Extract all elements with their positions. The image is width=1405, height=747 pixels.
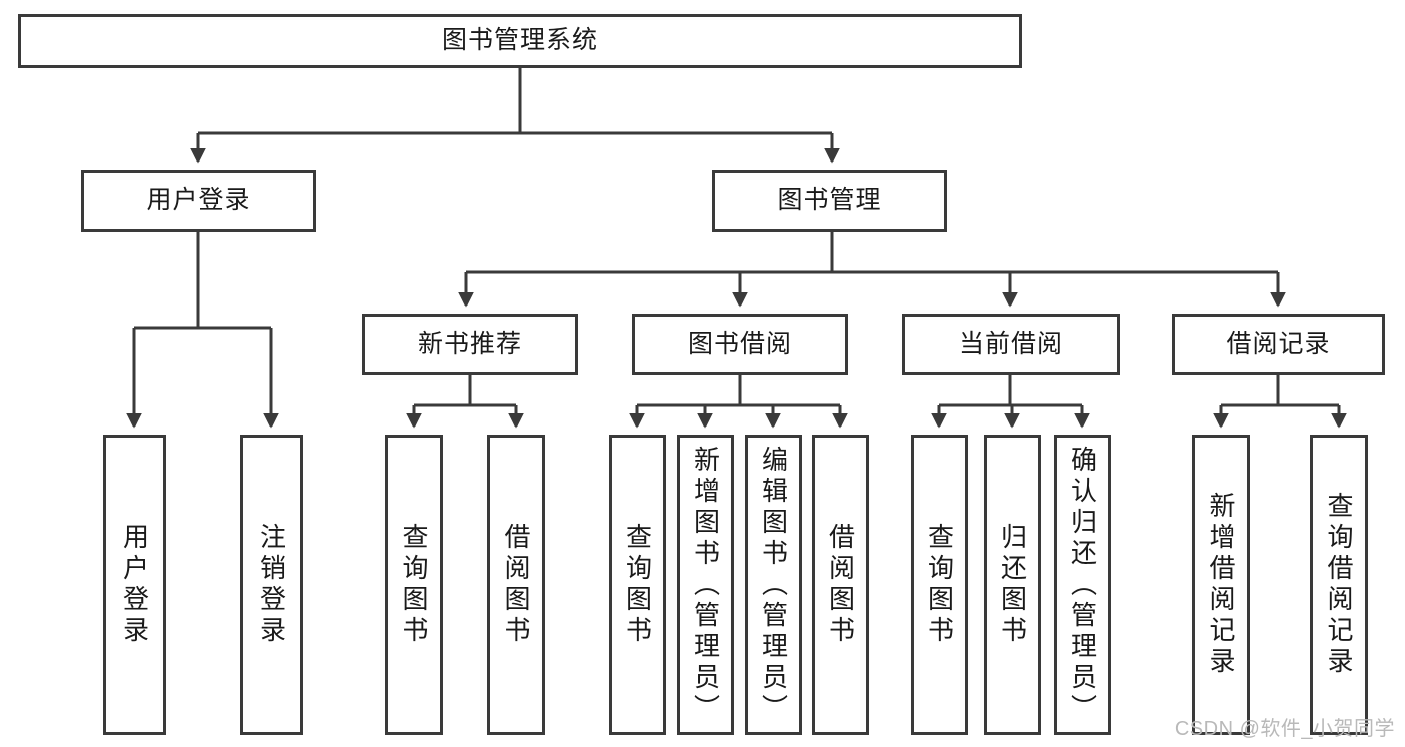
node-label: 借阅记录 (1226, 329, 1331, 358)
leaf-label: 用户登录 (119, 523, 150, 647)
leaf-query-books-current[interactable]: 查询图书 (911, 435, 968, 735)
leaf-logout[interactable]: 注销登录 (240, 435, 303, 735)
leaf-label: 归还图书 (997, 523, 1028, 647)
leaf-query-books-borrowing[interactable]: 查询图书 (609, 435, 666, 735)
leaf-add-borrowing-record[interactable]: 新增借阅记录 (1192, 435, 1250, 735)
node-label: 图书管理系统 (441, 26, 598, 55)
leaf-label: 查询借阅记录 (1324, 492, 1355, 678)
leaf-label: 注销登录 (256, 523, 287, 647)
node-root-book-management-system[interactable]: 图书管理系统 (18, 14, 1022, 68)
leaf-label: 查询图书 (399, 523, 430, 647)
node-book-borrowing[interactable]: 图书借阅 (632, 314, 848, 375)
leaf-user-login[interactable]: 用户登录 (103, 435, 166, 735)
leaf-label: 确认归还（管理员） (1067, 445, 1098, 725)
leaf-borrow-books-recommendation[interactable]: 借阅图书 (487, 435, 545, 735)
node-new-book-recommendation[interactable]: 新书推荐 (362, 314, 578, 375)
node-label: 当前借阅 (958, 329, 1063, 358)
node-label: 用户登录 (146, 186, 251, 215)
leaf-borrow-books-borrowing[interactable]: 借阅图书 (812, 435, 869, 735)
leaf-edit-book-admin[interactable]: 编辑图书（管理员） (745, 435, 802, 735)
node-label: 图书管理 (777, 186, 882, 215)
leaf-query-books-recommendation[interactable]: 查询图书 (385, 435, 443, 735)
leaf-add-book-admin[interactable]: 新增图书（管理员） (677, 435, 734, 735)
node-book-management[interactable]: 图书管理 (712, 170, 947, 232)
leaf-return-books[interactable]: 归还图书 (984, 435, 1041, 735)
node-borrowing-records[interactable]: 借阅记录 (1172, 314, 1385, 375)
leaf-label: 借阅图书 (825, 523, 856, 647)
leaf-label: 查询图书 (924, 523, 955, 647)
leaf-label: 借阅图书 (501, 523, 532, 647)
node-user-login[interactable]: 用户登录 (81, 170, 316, 232)
leaf-label: 新增借阅记录 (1206, 492, 1237, 678)
leaf-confirm-return-admin[interactable]: 确认归还（管理员） (1054, 435, 1111, 735)
leaf-label: 编辑图书（管理员） (758, 445, 789, 725)
leaf-label: 新增图书（管理员） (690, 445, 721, 725)
leaf-query-borrowing-record[interactable]: 查询借阅记录 (1310, 435, 1368, 735)
node-current-borrowing[interactable]: 当前借阅 (902, 314, 1120, 375)
node-label: 新书推荐 (417, 329, 522, 358)
node-label: 图书借阅 (687, 329, 792, 358)
watermark-text: CSDN @软件_小贺同学 (1174, 718, 1395, 740)
leaf-label: 查询图书 (622, 523, 653, 647)
